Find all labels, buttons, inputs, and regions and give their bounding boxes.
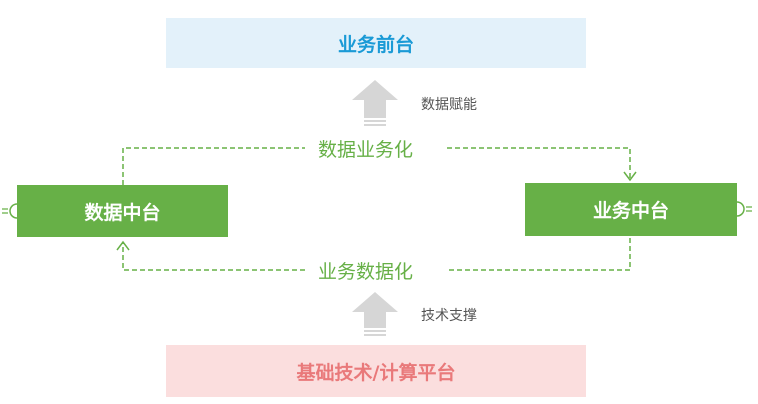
up-arrow-icon (352, 292, 398, 336)
arrowhead-down (623, 171, 637, 182)
infrastructure-box: 基础技术/计算平台 (166, 345, 586, 397)
dashed-path-top-left (122, 147, 305, 185)
data-to-business-label: 数据业务化 (314, 135, 418, 162)
business-frontend-box: 业务前台 (166, 18, 586, 68)
empower-label: 数据赋能 (421, 97, 477, 113)
up-arrow-icon (352, 80, 398, 126)
business-to-data-label: 业务数据化 (314, 257, 418, 284)
support-label: 技术支撑 (421, 308, 477, 324)
arrowhead-up (116, 240, 130, 251)
business-middle-platform-box: 业务中台 (525, 183, 737, 236)
data-middle-platform-box: 数据中台 (17, 185, 228, 237)
dashed-path-top-right (447, 147, 631, 180)
dashed-path-bottom-left (122, 242, 305, 271)
dashed-path-bottom-right (447, 238, 631, 271)
